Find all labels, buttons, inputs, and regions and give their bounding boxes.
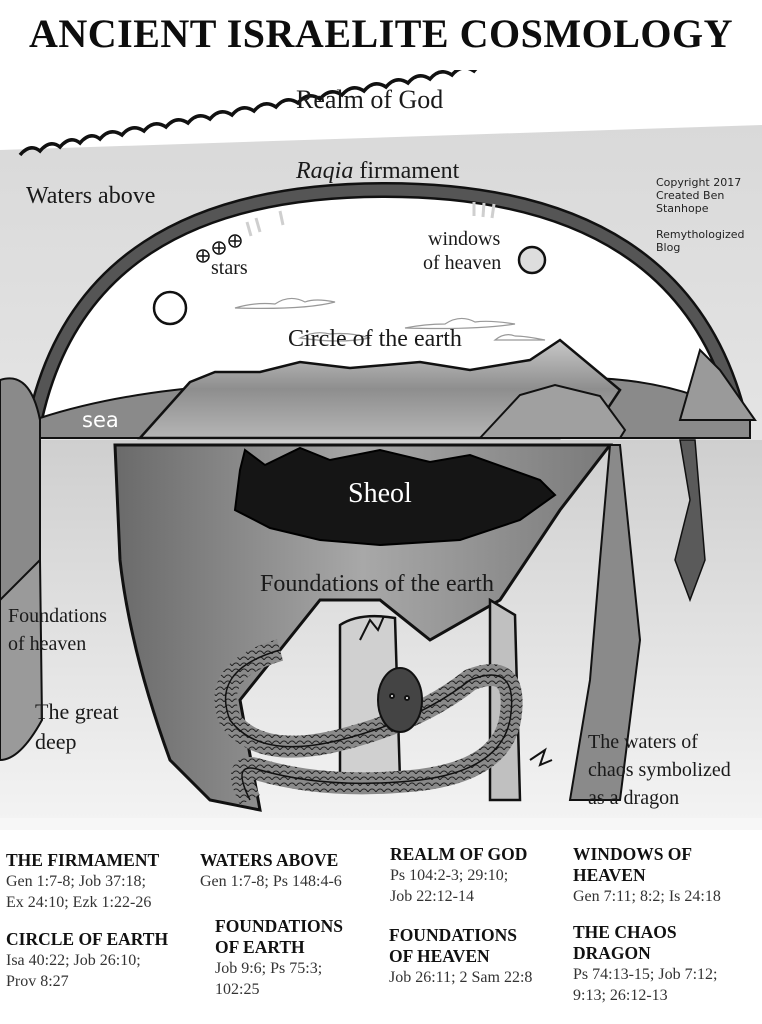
- ref-foundations-of-earth: FOUNDATIONS OF EARTH Job 9:6; Ps 75:3; 1…: [215, 916, 343, 1000]
- ref-firmament: THE FIRMAMENT Gen 1:7-8; Job 37:18; Ex 2…: [6, 850, 159, 913]
- ref-heading: WATERS ABOVE: [200, 850, 339, 870]
- ref-heading: THE FIRMAMENT: [6, 850, 160, 870]
- ref-heading: REALM OF GOD: [390, 844, 528, 864]
- ref-text: Job 9:6; Ps 75:3;: [215, 960, 323, 977]
- label-sea: sea: [82, 408, 119, 432]
- ref-chaos-dragon: THE CHAOS DRAGON Ps 74:13-15; Job 7:12; …: [573, 922, 717, 1006]
- sheol-region: [233, 446, 557, 547]
- ref-text: Prov 8:27: [6, 973, 69, 990]
- ref-text: Gen 1:7-8; Ps 148:4-6: [200, 873, 342, 890]
- label-circle-of-earth: Circle of the earth: [288, 326, 462, 352]
- ref-heading: WINDOWS OF: [573, 844, 693, 864]
- label-waters-above: Waters above: [26, 183, 156, 209]
- label-foundations-heaven-2: of heaven: [8, 633, 87, 655]
- label-stars: stars: [211, 257, 248, 279]
- ref-foundations-of-heaven: FOUNDATIONS OF HEAVEN Job 26:11; 2 Sam 2…: [389, 925, 532, 988]
- ref-heading: HEAVEN: [573, 865, 646, 885]
- ref-text: Isa 40:22; Job 26:10;: [6, 952, 141, 969]
- ref-realm-of-god: REALM OF GOD Ps 104:2-3; 29:10; Job 22:1…: [390, 844, 527, 907]
- label-raqia-italic: Raqia: [296, 158, 354, 184]
- page-title: ANCIENT ISRAELITE COSMOLOGY: [28, 11, 734, 56]
- ref-heading: CIRCLE OF EARTH: [6, 929, 169, 949]
- cosmology-illustration: [0, 70, 762, 830]
- ref-heading: OF EARTH: [215, 937, 305, 957]
- ref-windows-of-heaven: WINDOWS OF HEAVEN Gen 7:11; 8:2; Is 24:1…: [573, 844, 721, 907]
- clouds: [234, 297, 546, 342]
- label-great-deep-2: deep: [35, 729, 77, 754]
- ref-heading: FOUNDATIONS: [215, 916, 344, 936]
- sun-icon: [152, 290, 188, 326]
- copyright-line: Remythologized: [656, 228, 745, 241]
- label-great-deep-1: The great: [35, 699, 119, 724]
- moon-icon: [517, 245, 547, 275]
- ref-text: Gen 7:11; 8:2; Is 24:18: [573, 888, 721, 905]
- stars-icon: [196, 234, 242, 263]
- ref-text: Ps 104:2-3; 29:10;: [390, 867, 509, 884]
- ref-text: 102:25: [215, 981, 260, 998]
- ref-text: 9:13; 26:12-13: [573, 987, 668, 1004]
- ref-text: Job 26:11; 2 Sam 22:8: [389, 969, 533, 986]
- ref-heading: THE CHAOS: [573, 922, 677, 942]
- ref-circle-of-earth: CIRCLE OF EARTH Isa 40:22; Job 26:10; Pr…: [6, 929, 168, 992]
- ref-waters-above: WATERS ABOVE Gen 1:7-8; Ps 148:4-6: [200, 850, 342, 892]
- ref-text: Ex 24:10; Ezk 1:22-26: [6, 894, 152, 911]
- copyright-line: Copyright 2017: [656, 176, 742, 189]
- copyright-note: Copyright 2017 Created Ben Stanhope Remy…: [656, 176, 745, 254]
- ref-heading: FOUNDATIONS: [389, 925, 518, 945]
- references-section: THE FIRMAMENT Gen 1:7-8; Job 37:18; Ex 2…: [0, 836, 762, 1024]
- chaos-dragon: [214, 615, 553, 805]
- left-pillar: [0, 557, 44, 762]
- copyright-line: Created Ben: [656, 189, 725, 202]
- ref-text: Ps 74:13-15; Job 7:12;: [573, 966, 718, 983]
- ref-text: Job 22:12-14: [390, 888, 474, 905]
- label-sheol: Sheol: [348, 478, 412, 509]
- right-pillar: [568, 444, 642, 801]
- label-chaos-1: The waters of: [588, 731, 698, 753]
- ref-heading: OF HEAVEN: [389, 946, 490, 966]
- label-foundations-heaven-1: Foundations: [8, 605, 107, 627]
- label-windows-line1: windows: [428, 228, 501, 250]
- ref-heading: DRAGON: [573, 943, 651, 963]
- label-realm-of-god: Realm of God: [296, 85, 444, 114]
- label-chaos-2: chaos symbolized: [588, 759, 731, 781]
- right-spike: [674, 439, 706, 603]
- wavy-boundary: [18, 70, 478, 157]
- label-firmament: firmament: [353, 158, 460, 184]
- label-chaos-3: as a dragon: [588, 787, 680, 809]
- ref-text: Gen 1:7-8; Job 37:18;: [6, 873, 146, 890]
- windows-of-heaven-marks: [245, 202, 496, 237]
- copyright-line: Blog: [656, 241, 681, 254]
- label-windows-line2: of heaven: [423, 252, 502, 274]
- label-raqia-firmament: Raqia firmament: [296, 158, 459, 184]
- label-foundations-earth: Foundations of the earth: [260, 571, 494, 597]
- copyright-line: Stanhope: [656, 202, 709, 215]
